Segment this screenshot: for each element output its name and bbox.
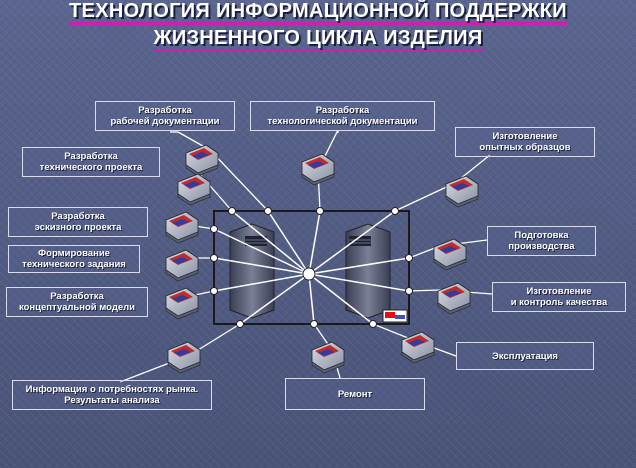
spoke <box>308 210 396 275</box>
junction-dots <box>210 207 413 328</box>
junction-dot <box>210 287 218 295</box>
junction-dot <box>310 320 318 328</box>
node-concept-model[interactable]: Разработка концептуальной модели <box>6 287 148 317</box>
node-repair[interactable]: Ремонт <box>285 378 425 410</box>
workstation-icon <box>301 153 335 186</box>
spoke <box>308 210 321 275</box>
junction-dot <box>264 207 272 215</box>
spoke <box>308 257 410 275</box>
workstation-icon <box>185 144 219 177</box>
spoke <box>308 273 315 325</box>
junction-dot <box>391 207 399 215</box>
spokes <box>213 210 410 325</box>
workstation-icon <box>167 341 201 374</box>
node-working-docs[interactable]: Разработка рабочей документации <box>95 101 235 131</box>
junction-dot <box>316 207 324 215</box>
junction-dot <box>405 254 413 262</box>
node-operation[interactable]: Эксплуатация <box>456 342 594 370</box>
workstation-icon <box>433 238 467 271</box>
node-market-info[interactable]: Информация о потребностях рынка. Результ… <box>12 380 212 410</box>
spoke <box>213 228 310 275</box>
junction-dot <box>228 207 236 215</box>
node-sketch-project[interactable]: Разработка эскизного проекта <box>8 207 148 237</box>
workstation-icon <box>401 331 435 364</box>
workstation-icon <box>165 249 199 282</box>
workstation-icon <box>445 175 479 208</box>
workstation-icon <box>177 173 211 206</box>
title-line-1: ТЕХНОЛОГИЯ ИНФОРМАЦИОННОЙ ПОДДЕРЖКИ <box>0 0 636 25</box>
node-tech-docs[interactable]: Разработка технологической документации <box>250 101 435 131</box>
connector <box>209 149 269 212</box>
spoke <box>213 257 310 275</box>
workstation-icon <box>311 341 345 374</box>
connector <box>394 182 456 212</box>
node-tech-project[interactable]: Разработка технического проекта <box>22 147 160 177</box>
spoke <box>267 210 310 275</box>
workstation-icon <box>165 211 199 244</box>
spoke <box>231 210 310 275</box>
server-right-icon <box>345 223 391 319</box>
title-line-2: ЖИЗНЕННОГО ЦИКЛА ИЗДЕЛИЯ <box>0 27 636 52</box>
junction-dot <box>210 225 218 233</box>
frame-corner-marker <box>382 309 408 323</box>
junction-dot <box>210 254 218 262</box>
connector <box>408 289 441 292</box>
hub <box>302 267 316 281</box>
spoke <box>213 273 310 292</box>
workstation-icon <box>165 287 199 320</box>
junction-dot <box>236 320 244 328</box>
node-spec[interactable]: Формирование технического задания <box>8 245 140 273</box>
junction-dot <box>405 287 413 295</box>
spoke <box>239 273 310 325</box>
junction-dot <box>369 320 377 328</box>
spoke <box>308 273 410 292</box>
spoke <box>308 273 374 325</box>
node-prototypes[interactable]: Изготовление опытных образцов <box>455 127 595 157</box>
node-manufacturing[interactable]: Изготовление и контроль качества <box>492 282 626 312</box>
node-production-prep[interactable]: Подготовка производства <box>487 226 596 256</box>
workstation-icon <box>437 282 471 315</box>
server-left-icon <box>229 223 275 319</box>
